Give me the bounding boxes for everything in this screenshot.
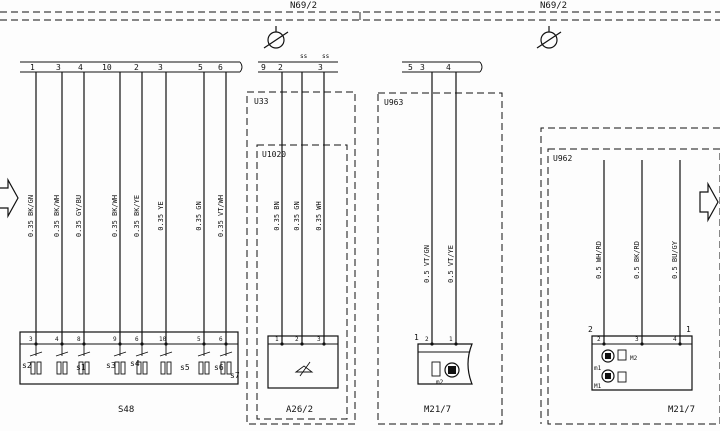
switch-contact-5	[159, 344, 173, 375]
component-a26-label: A26/2	[286, 405, 313, 415]
motor-label-m2: m2	[436, 379, 444, 386]
module-u963-box	[377, 92, 503, 425]
switch-contact-7	[219, 344, 233, 375]
component-s48-label: S48	[118, 405, 134, 415]
wire-pin-3: 9	[113, 336, 117, 343]
pin-b-3: 5	[198, 63, 203, 72]
pin-a-2: 4	[78, 63, 83, 72]
switch-contact-3	[113, 344, 127, 375]
module-u962-box	[540, 127, 720, 424]
flow-arrow-right	[699, 181, 719, 223]
wire-pin-12: 1	[449, 336, 453, 343]
pin-a-0: 1	[30, 63, 35, 72]
wire-pin-1: 4	[55, 336, 59, 343]
flow-arrow-left	[0, 177, 19, 219]
pin-c-0: 9	[261, 63, 266, 72]
s48-switch-panel	[19, 331, 239, 385]
wire-pin-13: 2	[597, 336, 601, 343]
wire-label-14: 0.5 BK/RD	[633, 241, 641, 279]
motor-label-M2: M2	[630, 355, 638, 362]
wire-label-12: 0.5 VT/YE	[447, 245, 455, 283]
m21-motor-a	[417, 343, 473, 385]
motor-pin-a: 1	[414, 333, 419, 342]
switch-group	[29, 344, 233, 375]
wire-label-9: 0.35 GN	[293, 201, 301, 231]
motor-label-m1: m1	[594, 365, 602, 372]
wire-pin-4: 6	[135, 336, 139, 343]
wire-pin-7: 6	[219, 336, 223, 343]
wire-pin-0: 3	[29, 336, 33, 343]
module-u33-label: U33	[254, 97, 269, 106]
pin-b-2: 3	[158, 63, 163, 72]
wire-pin-2: 8	[77, 336, 81, 343]
switch-label-s7: s7	[230, 371, 240, 380]
wire-label-2: 0.35 GY/BU	[75, 195, 83, 237]
pin-mark-0: ss	[300, 53, 308, 60]
pin-c-2: 3	[318, 63, 323, 72]
a26-component-box	[267, 335, 339, 389]
wire-label-0: 0.35 BK/GN	[27, 195, 35, 237]
switch-label-s6: s6	[214, 363, 224, 372]
top-connector-rail	[20, 61, 483, 73]
header-left-code: N69/2	[290, 1, 317, 11]
wire-label-13: 0.5 WH/RD	[595, 241, 603, 279]
switch-contact-0	[29, 344, 43, 375]
a26-sensor-symbol	[294, 361, 314, 377]
switch-label-s4: s4	[130, 359, 140, 368]
pin-b-0: 10	[102, 63, 112, 72]
wire-label-7: 0.35 VT/WH	[217, 195, 225, 237]
pin-d-0: 5	[408, 63, 413, 72]
pin-d-1: 3	[420, 63, 425, 72]
module-u962-inner	[547, 148, 720, 425]
wire-pin-5: 10	[159, 336, 167, 343]
pin-mark-1: ss	[322, 53, 330, 60]
wire-pin-6: 5	[197, 336, 201, 343]
wire-label-6: 0.35 GN	[195, 201, 203, 231]
wire-pin-10: 3	[317, 336, 321, 343]
module-u963-label: U963	[384, 98, 403, 107]
wire-label-4: 0.35 BK/YE	[133, 195, 141, 237]
switch-label-s1: s1	[76, 363, 86, 372]
wire-pin-14: 3	[635, 336, 639, 343]
pin-b-4: 6	[218, 63, 223, 72]
header-right-code: N69/2	[540, 1, 567, 11]
wire-pin-8: 1	[275, 336, 279, 343]
m21-motor-b	[591, 335, 693, 391]
switch-contact-2	[77, 344, 91, 375]
switch-label-s3: s3	[106, 361, 116, 370]
wire-pin-11: 2	[425, 336, 429, 343]
wire-label-11: 0.5 VT/GN	[423, 245, 431, 283]
wire-group: 0.35 BK/GN 3 0.35 BK/WH 4 0.35 GY/BU 8 0.35 BK…	[27, 72, 682, 346]
wire-label-1: 0.35 BK/WH	[53, 195, 61, 237]
switch-contact-1	[55, 344, 69, 375]
wire-label-3: 0.35 BK/WH	[111, 195, 119, 237]
wire-label-8: 0.35 BN	[273, 201, 281, 231]
switch-label-s2: s2	[22, 361, 32, 370]
switch-contact-6	[197, 344, 211, 375]
switch-label-s5: s5	[180, 363, 190, 372]
wire-pin-15: 4	[673, 336, 677, 343]
pin-d-2: 4	[446, 63, 451, 72]
component-m21-b-label: M21/7	[668, 405, 695, 415]
motor-pin-b: 2	[588, 325, 593, 334]
motor-pin-c: 1	[686, 325, 691, 334]
module-u962-label: U962	[553, 154, 572, 163]
pin-b-1: 2	[134, 63, 139, 72]
component-m21-a-label: M21/7	[424, 405, 451, 415]
motor-label-M1: M1	[594, 383, 602, 390]
module-u1020-label: U1020	[262, 150, 286, 159]
wire-label-5: 0.35 YE	[157, 201, 165, 231]
pin-a-1: 3	[56, 63, 61, 72]
pin-c-1: 2	[278, 63, 283, 72]
ground-symbol-right	[536, 26, 562, 49]
wire-label-15: 0.5 BU/GY	[671, 240, 679, 279]
switch-contact-4	[135, 344, 149, 375]
ground-symbol-left	[263, 26, 289, 49]
wire-label-10: 0.35 WH	[315, 201, 323, 231]
wire-pin-9: 2	[295, 336, 299, 343]
